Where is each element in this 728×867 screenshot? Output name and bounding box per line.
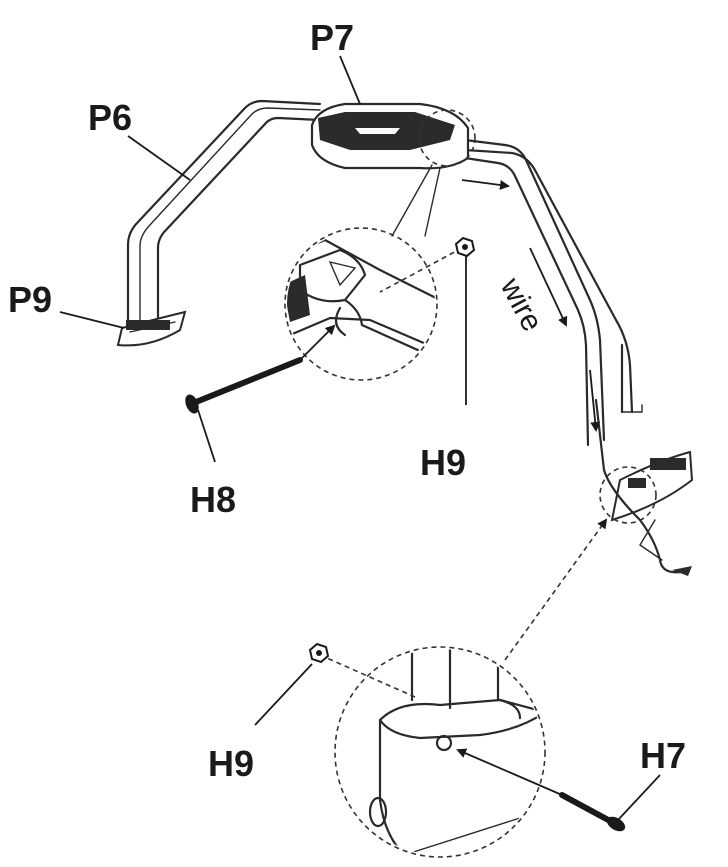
label-h9-top: H9 <box>420 442 466 483</box>
nut-h9-top <box>454 236 476 258</box>
bracket-p9 <box>116 310 187 347</box>
label-h8: H8 <box>190 479 236 520</box>
label-h9-bottom: H9 <box>208 743 254 784</box>
bracket-right <box>594 398 694 576</box>
label-h7: H7 <box>640 735 686 776</box>
leader-h7 <box>617 774 661 821</box>
center-connector-p7 <box>310 102 470 170</box>
label-wire: wire <box>493 272 548 337</box>
leader-p9 <box>59 311 125 329</box>
wire-direction-arrows <box>461 179 601 432</box>
handle-bar-p6 <box>126 99 643 447</box>
leader-h8 <box>197 409 216 463</box>
guide-detail-arrow <box>504 518 608 661</box>
leader-p7 <box>339 55 361 105</box>
label-p7: P7 <box>310 17 354 58</box>
detail-circle-bottom <box>334 466 657 858</box>
guide-h9-top <box>379 247 463 293</box>
label-p6: P6 <box>88 97 132 138</box>
leader-h9-bottom <box>254 663 313 726</box>
bolt-h8 <box>185 324 336 414</box>
bolt-h7 <box>456 748 626 832</box>
label-p9: P9 <box>8 279 52 320</box>
nut-h9-bottom <box>308 642 330 664</box>
leader-p6 <box>127 135 191 181</box>
